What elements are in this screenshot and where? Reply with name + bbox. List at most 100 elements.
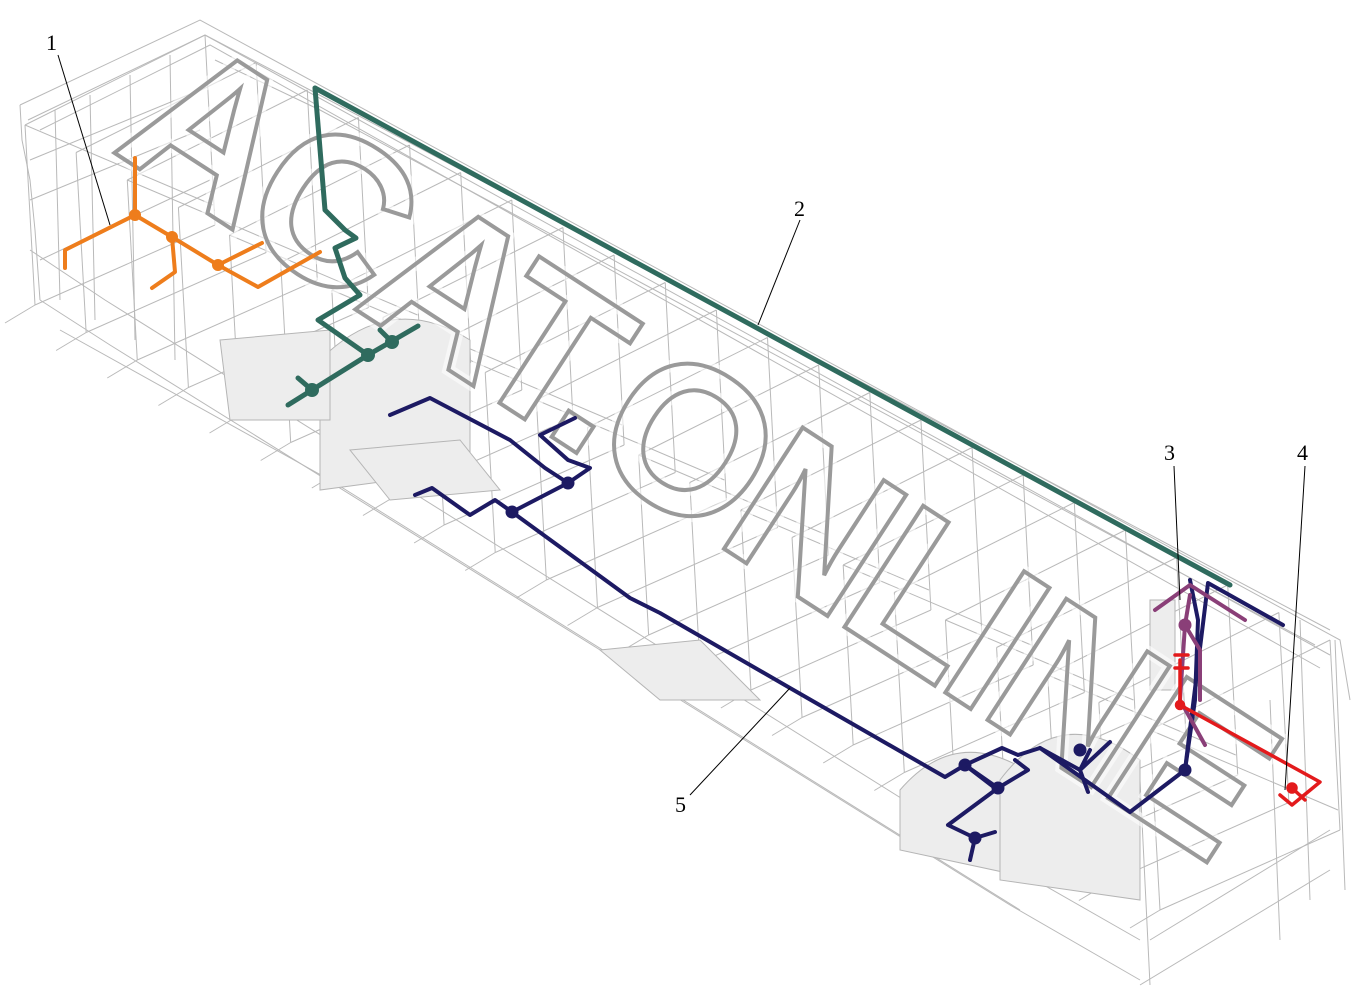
- side-pillar: [869, 392, 881, 583]
- callout-1-label: 1: [46, 30, 57, 55]
- side-pillar: [535, 399, 547, 581]
- system-4-piping: [1173, 653, 1322, 807]
- roof-rib: [638, 364, 819, 456]
- side-pillar: [971, 447, 983, 638]
- floor-rib: [904, 692, 1085, 773]
- side-pillar: [689, 482, 701, 663]
- floor-stub: [107, 359, 138, 379]
- side-pillar: [357, 117, 369, 308]
- roof-rib: [536, 309, 717, 401]
- floor-rib: [1159, 829, 1341, 911]
- side-pillar: [791, 537, 803, 718]
- floor-stub: [4, 304, 36, 324]
- floor-rib: [137, 279, 318, 361]
- roof-rib: [1149, 639, 1331, 731]
- floor-stub: [567, 607, 598, 626]
- diagonal-brace: [842, 564, 1032, 646]
- floor-rib: [495, 472, 676, 553]
- floor-stub: [822, 744, 854, 764]
- roof-rib: [842, 474, 1024, 566]
- system-3-piping: [1153, 583, 1247, 747]
- diagonal-brace: [536, 399, 725, 481]
- side-pillar: [740, 509, 752, 691]
- svg-text:ACAT.ONLINE: ACAT.ONLINE: [85, 0, 1310, 900]
- callout-2-label: 2: [794, 196, 805, 221]
- watermark: ACAT.ONLINE ACAT.ONLINE: [79, 0, 1316, 906]
- diagonal-brace: [229, 234, 418, 316]
- roof-rib: [24, 34, 206, 126]
- side-pillar: [1073, 502, 1085, 693]
- floor-rib: [699, 582, 880, 663]
- diagonal-brace: [740, 509, 930, 591]
- roof-rib: [1047, 584, 1228, 676]
- roof-rib: [996, 557, 1177, 648]
- system-1-piping: [63, 156, 322, 290]
- roof-rib: [485, 282, 666, 373]
- side-pillar: [204, 34, 216, 226]
- roof-rib: [331, 199, 513, 291]
- diagonal-brace: [24, 124, 214, 206]
- floor-stub: [55, 332, 87, 351]
- side-pillar: [613, 254, 625, 446]
- floor-rib: [801, 637, 983, 718]
- roof-rib: [587, 337, 768, 428]
- side-pillar: [562, 227, 574, 418]
- roof-rib: [75, 62, 257, 153]
- side-pillar: [24, 124, 36, 306]
- floor-rib: [85, 252, 267, 333]
- side-pillar: [664, 282, 676, 473]
- floor-stub: [874, 772, 905, 791]
- side-pillar: [177, 207, 189, 388]
- callout-2: 2: [757, 196, 805, 326]
- roof-rib: [894, 502, 1075, 593]
- roof-rib: [178, 117, 359, 208]
- side-pillar: [126, 179, 138, 361]
- floor-stub: [260, 442, 291, 461]
- side-pillar: [1149, 729, 1161, 911]
- roof-rib: [791, 447, 973, 538]
- callout-3-label: 3: [1164, 440, 1175, 465]
- roof-rib: [945, 529, 1126, 621]
- roof-rib: [280, 172, 461, 263]
- callout-1: 1: [46, 30, 111, 226]
- roof-rib: [689, 392, 870, 483]
- side-pillar: [715, 309, 727, 501]
- side-pillar: [587, 427, 598, 608]
- side-pillar: [484, 372, 496, 553]
- floor-stub: [464, 552, 496, 571]
- side-pillar: [893, 592, 905, 773]
- roof-rib: [740, 419, 922, 511]
- callout-5: 5: [675, 687, 791, 817]
- floor-rib: [852, 664, 1034, 746]
- side-pillar: [511, 199, 523, 391]
- side-pillar: [255, 62, 267, 253]
- callout-3: 3: [1164, 440, 1181, 601]
- roof-rib: [382, 227, 564, 318]
- side-pillar: [1278, 612, 1290, 803]
- callout-4-label: 4: [1297, 440, 1308, 465]
- roof-rib: [1098, 612, 1280, 703]
- floor-rib: [546, 499, 727, 581]
- system-2-piping: [285, 85, 1233, 588]
- system-5-piping: [388, 396, 1285, 862]
- diagonal-brace: [945, 619, 1134, 701]
- callout-5-label: 5: [675, 792, 686, 817]
- floor-stub: [413, 524, 445, 544]
- floor-stub: [516, 579, 547, 599]
- side-pillar: [409, 144, 421, 336]
- diagonal-brace: [638, 454, 827, 536]
- diagonal-brace: [1149, 729, 1339, 811]
- callout-4: 4: [1284, 440, 1308, 791]
- diagonal-brace: [127, 179, 316, 261]
- side-pillar: [842, 564, 854, 746]
- side-pillar: [1124, 529, 1136, 721]
- side-pillar: [818, 364, 830, 556]
- side-pillar: [767, 337, 778, 528]
- side-pillar: [920, 419, 932, 611]
- side-pillar: [306, 89, 318, 281]
- roof-rib: [229, 144, 410, 236]
- side-pillar: [1022, 474, 1034, 666]
- side-pillar: [1227, 584, 1239, 776]
- floor-stub: [362, 497, 394, 516]
